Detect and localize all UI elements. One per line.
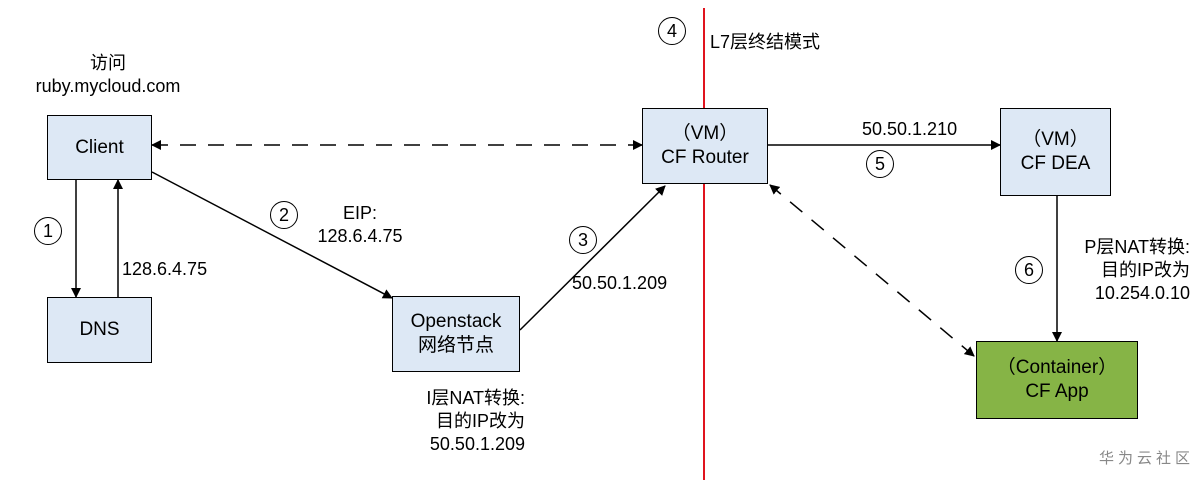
l7-mode-label: L7层终结模式 [710, 32, 821, 52]
step-3-badge: 3 [569, 226, 597, 254]
cf-app-node: （Container） CF App [976, 341, 1138, 419]
nat-right-line3: 10.254.0.10 [1094, 283, 1190, 303]
eip-label: EIP: 128.6.4.75 [295, 202, 425, 248]
nat-left-line1: I层NAT转换: [426, 388, 525, 408]
step-5-badge: 5 [866, 150, 894, 178]
nat-right-line2: 目的IP改为 [1100, 260, 1190, 280]
access-label-line2: ruby.mycloud.com [35, 76, 181, 96]
access-label-line1: 访问 [90, 53, 126, 73]
nat-right-line1: P层NAT转换: [1084, 237, 1190, 257]
dns-label: DNS [79, 319, 120, 340]
dashed-arrow-app-router [769, 184, 975, 357]
cf-dea-node: （VM） CF DEA [1000, 108, 1111, 196]
step-1-badge: 1 [34, 217, 62, 245]
nat-left-line3: 50.50.1.209 [429, 434, 525, 454]
cf-dea-label: CF DEA [1020, 153, 1091, 174]
step-6-badge: 6 [1015, 256, 1043, 284]
openstack-label: Openstack [410, 311, 502, 332]
nat-right-label: P层NAT转换: 目的IP改为 10.254.0.10 [1040, 236, 1190, 305]
watermark: 华为云社区 [1098, 450, 1194, 467]
access-label: 访问 ruby.mycloud.com [8, 52, 208, 98]
nat-left-line2: 目的IP改为 [435, 411, 525, 431]
dns-reply-label: 128.6.4.75 [122, 259, 208, 279]
cf-router-label: CF Router [661, 147, 749, 168]
dns-node: DNS [47, 297, 152, 363]
cf-router-type: （VM） [671, 123, 739, 144]
openstack-node: Openstack 网络节点 [392, 296, 520, 372]
openstack-sublabel: 网络节点 [417, 335, 494, 356]
cf-dea-type: （VM） [1022, 129, 1089, 150]
dea-ip-label: 50.50.1.210 [862, 119, 958, 139]
eip-label-line1: EIP: [342, 203, 377, 223]
eip-label-line2: 128.6.4.75 [317, 226, 403, 246]
arrow-client-to-openstack [151, 171, 393, 299]
cf-app-label: CF App [1025, 381, 1089, 402]
cf-app-type: （Container） [996, 357, 1118, 378]
router-ip-label: 50.50.1.209 [572, 273, 668, 293]
client-label: Client [75, 136, 124, 158]
nat-left-label: I层NAT转换: 目的IP改为 50.50.1.209 [370, 387, 525, 456]
arrow-openstack-to-router [519, 185, 666, 331]
step-4-badge: 4 [658, 17, 686, 45]
cf-router-node: （VM） CF Router [642, 108, 768, 184]
step-2-badge: 2 [270, 201, 298, 229]
client-node: Client [47, 115, 152, 180]
